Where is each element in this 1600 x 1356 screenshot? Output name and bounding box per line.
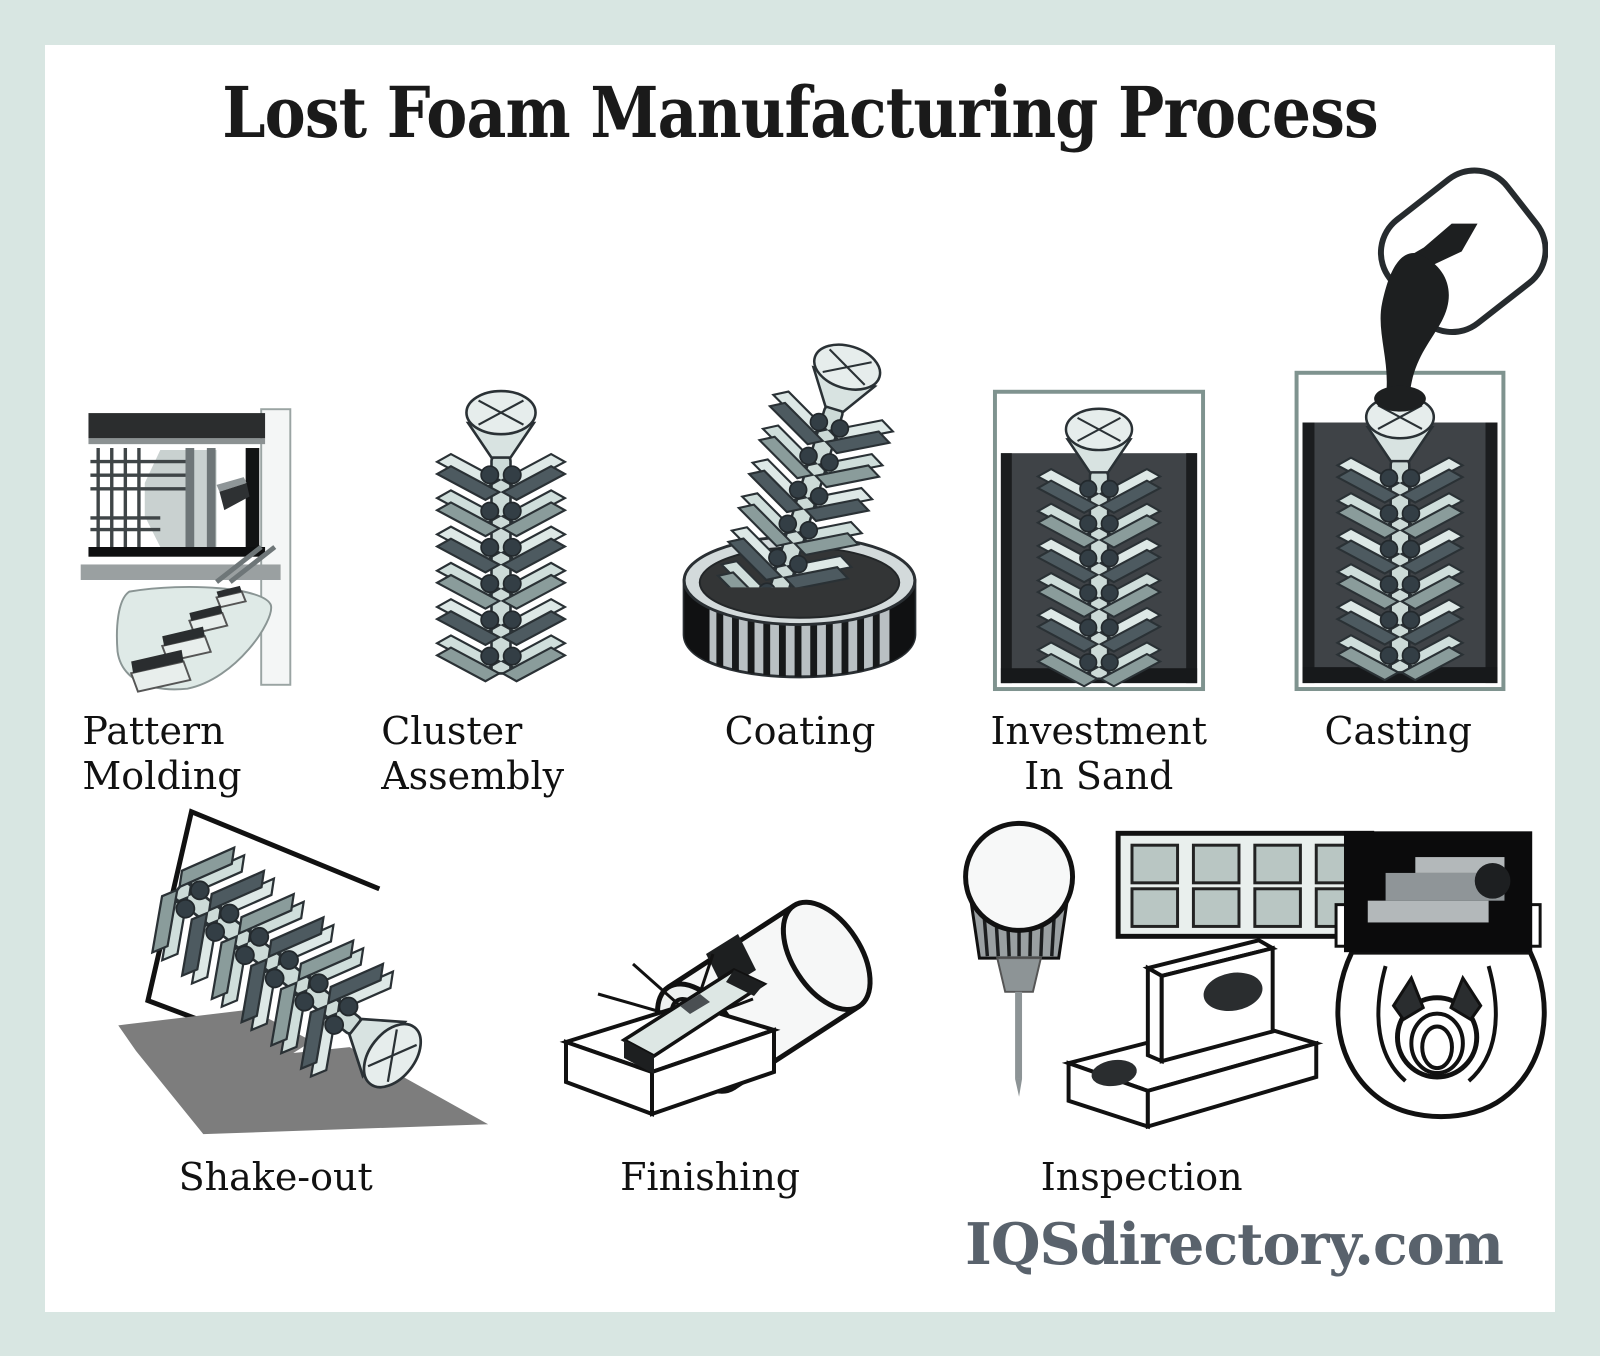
coating-dip-tank-icon (683, 341, 917, 679)
watermark: IQSdirectory.com (965, 1211, 1504, 1278)
step-label: Inspection (1040, 1155, 1243, 1199)
step-casting: Casting (1248, 156, 1549, 797)
step-label: Coating (724, 709, 876, 753)
step-label: Cluster Assembly (381, 709, 565, 798)
grinding-machine-icon (559, 899, 873, 1117)
step-inspection: Inspection (920, 807, 1554, 1207)
step-pattern-molding: Pattern Molding (53, 401, 352, 798)
process-row-1: Pattern Molding Cluster Assembly (45, 156, 1555, 798)
step-label: Pattern Molding (82, 709, 242, 798)
sand-container-icon (992, 389, 1205, 692)
worker-xray-icon (1334, 831, 1547, 1120)
step-label: Casting (1324, 709, 1472, 753)
inspection-probe-icon (962, 820, 1547, 1130)
page-title: Lost Foam Manufacturing Process (222, 71, 1378, 154)
step-label: Shake-out (178, 1155, 373, 1199)
pouring-ladle-icon (1294, 167, 1549, 692)
step-cluster-assembly: Cluster Assembly (352, 381, 651, 798)
infographic-canvas: Lost Foam Manufacturing Process (45, 45, 1555, 1312)
step-coating: Coating (651, 341, 950, 797)
process-row-2: Shake-out (45, 797, 1555, 1207)
step-finishing: Finishing (500, 833, 919, 1207)
step-investment-in-sand: Investment In Sand (949, 366, 1248, 798)
foam-cluster-icon (406, 381, 596, 693)
step-label: Investment In Sand (990, 709, 1208, 798)
step-shake-out: Shake-out (51, 797, 500, 1207)
step-label: Finishing (620, 1155, 801, 1199)
molding-machine-icon (81, 408, 292, 693)
shakeout-cluster-icon (118, 808, 489, 1135)
